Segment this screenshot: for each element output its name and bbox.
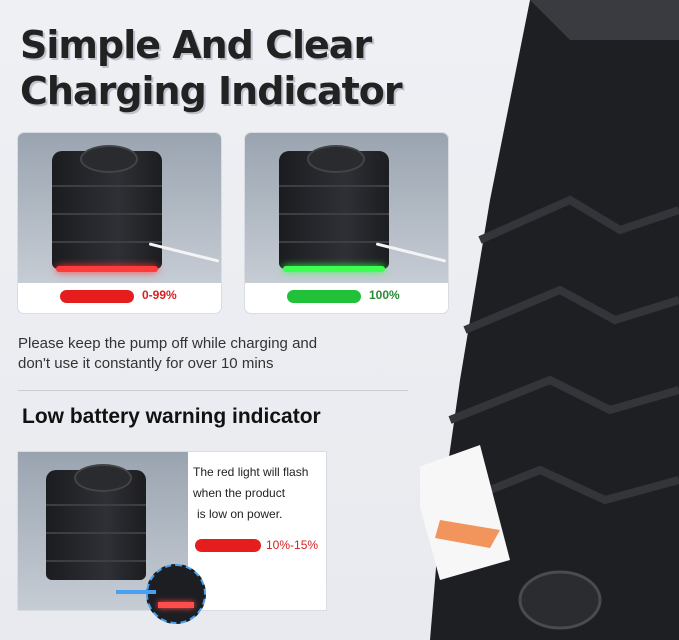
charging-card-green: 100% — [245, 133, 448, 313]
pump-groove — [279, 185, 389, 187]
pump-groove — [279, 213, 389, 215]
pump-nozzle — [80, 145, 138, 173]
pump-photo — [18, 133, 221, 283]
pump-nozzle — [74, 464, 132, 492]
pump-closeup-image — [420, 0, 679, 640]
charging-note: Please keep the pump off while charging … — [18, 334, 317, 374]
warning-line-1: The red light will flash — [193, 465, 309, 479]
note-line-2: don't use it constantly for over 10 mins — [18, 355, 274, 372]
pump-groove — [279, 241, 389, 243]
note-line-1: Please keep the pump off while charging … — [18, 335, 318, 352]
divider — [18, 390, 408, 391]
pump-groove — [46, 532, 146, 534]
pump-photo — [245, 133, 448, 283]
warning-heading: Low battery warning indicator — [22, 405, 321, 428]
title-line-2: Charging Indicator — [20, 69, 403, 113]
pump-image — [46, 464, 146, 580]
pump-glow — [56, 266, 158, 272]
pump-glow — [283, 266, 385, 272]
page-title: Simple And Clear Charging Indicator — [20, 22, 403, 114]
arrow-icon — [116, 590, 156, 594]
pump-closeup — [420, 0, 679, 640]
title-line-1: Simple And Clear — [20, 23, 372, 67]
charging-card-red: 0-99% — [18, 133, 221, 313]
low-battery-card: The red light will flash when the produc… — [18, 452, 326, 624]
pump-photo — [18, 452, 206, 624]
zoom-circle — [146, 564, 206, 624]
pump-groove — [52, 185, 162, 187]
warning-line-3: is low on power. — [197, 507, 283, 521]
low-battery-range: 10%-15% — [266, 538, 319, 552]
pump-image — [52, 145, 162, 272]
red-glow — [158, 602, 194, 608]
warning-text: The red light will flash when the produc… — [193, 462, 323, 525]
indicator-bar — [287, 290, 361, 303]
indicator-label: 100% — [369, 288, 400, 302]
indicator-bar — [60, 290, 134, 303]
low-battery-indicator — [195, 539, 261, 552]
pump-nozzle — [307, 145, 365, 173]
pump-groove — [46, 504, 146, 506]
warning-line-2: when the product — [193, 486, 286, 500]
indicator-label: 0-99% — [142, 288, 177, 302]
pump-groove — [46, 560, 146, 562]
pump-image — [279, 145, 389, 272]
pump-groove — [52, 241, 162, 243]
pump-groove — [52, 213, 162, 215]
